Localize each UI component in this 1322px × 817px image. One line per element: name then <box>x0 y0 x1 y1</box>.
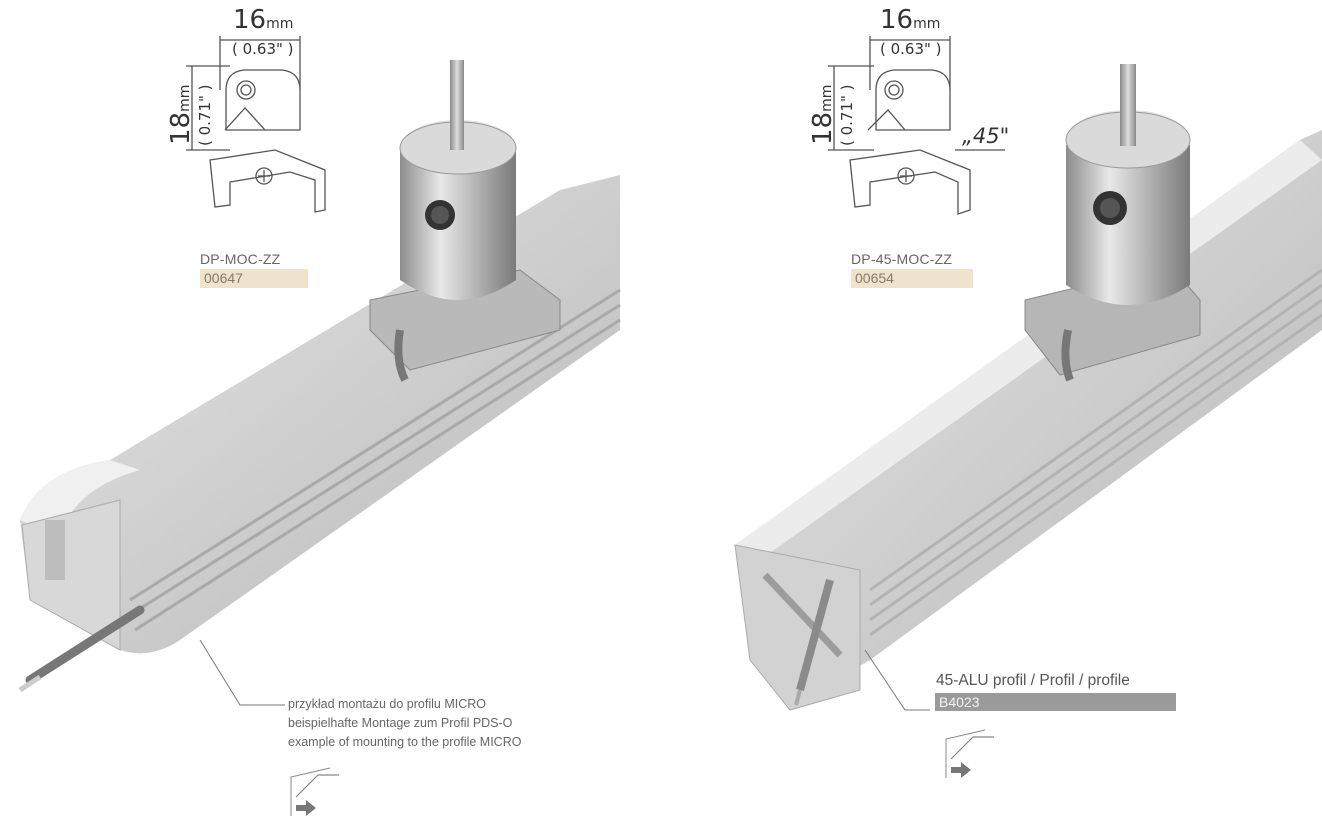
mounting-icon <box>290 767 339 816</box>
right-product-name: DP-45-MOC-ZZ <box>851 251 953 267</box>
left-product-code: 00647 <box>200 269 308 288</box>
caption-german: beispielhafte Montage zum Profil PDS-O <box>288 716 513 730</box>
right-width-in: ( 0.63" ) <box>880 40 942 58</box>
profile-code: B4023 <box>935 693 1176 711</box>
left-caption: przykład montażu do profilu MICRO beispi… <box>288 695 521 752</box>
profile-title: 45-ALU profil / Profil / profile <box>936 672 1130 689</box>
right-width-mm: 16mm <box>880 5 941 35</box>
angle-label: „45" <box>962 124 1010 148</box>
left-product-name: DP-MOC-ZZ <box>200 251 281 267</box>
left-technical-drawing <box>186 36 326 213</box>
right-product-code: 00654 <box>851 269 973 288</box>
caption-polish: przykład montażu do profilu MICRO <box>288 697 486 711</box>
left-profile-render <box>18 60 621 693</box>
right-profile-render <box>734 64 1322 711</box>
left-width-mm: 16mm <box>233 5 294 35</box>
right-height-in: ( 0.71" ) <box>838 84 856 146</box>
caption-english: example of mounting to the profile MICRO <box>288 735 522 749</box>
left-height-mm: 18mm <box>166 84 196 145</box>
left-width-in: ( 0.63" ) <box>232 40 294 58</box>
left-height-in: ( 0.71" ) <box>196 84 214 146</box>
mounting-icon <box>945 729 994 778</box>
right-height-mm: 18mm <box>808 84 838 145</box>
right-technical-drawing <box>828 36 1005 215</box>
